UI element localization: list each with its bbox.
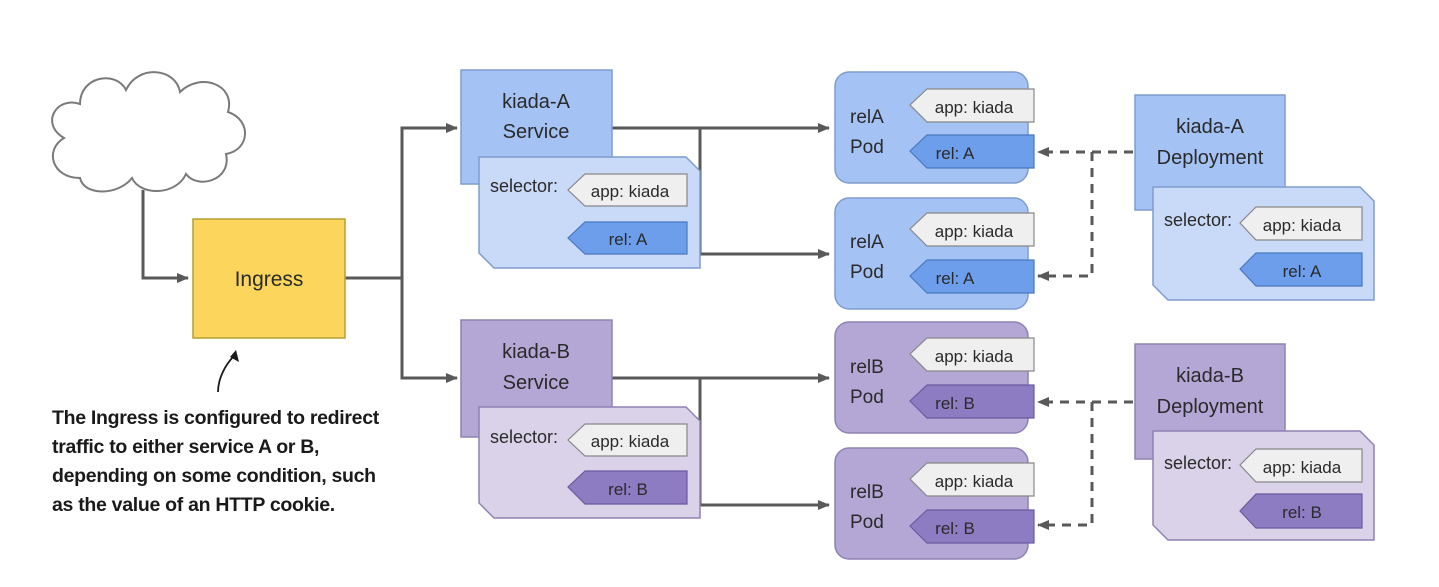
pod-4-app-tag: app: kiada [935, 472, 1014, 491]
deployment-a-kind: Deployment [1157, 147, 1264, 169]
deployment-connectors [1037, 147, 1133, 530]
deployment-b: kiada-B Deployment selector: app: kiada … [1134, 343, 1375, 541]
pod-1: relA Pod app: kiada rel: A [834, 71, 1035, 184]
deployment-a: kiada-A Deployment selector: app: kiada … [1134, 94, 1375, 301]
pod-2-kind: Pod [850, 262, 884, 283]
annotation-line: as the value of an HTTP cookie. [52, 494, 335, 516]
service-a-kind: Service [503, 121, 570, 143]
pod-3-kind: Pod [850, 387, 884, 408]
service-b-to-pod4-arrow [698, 378, 830, 510]
pod-4: relB Pod app: kiada rel: B [834, 447, 1035, 560]
deployment-a-selector-label: selector: [1164, 210, 1232, 230]
annotation-line: The Ingress is configured to redirect [52, 407, 379, 429]
deployment-a-name: kiada-A [1176, 116, 1244, 138]
pod-1-app-tag: app: kiada [935, 98, 1014, 117]
pod-1-name: relA [850, 107, 884, 128]
service-a: kiada-A Service selector: app: kiada rel… [460, 69, 701, 269]
ingress-to-service-a-arrow [400, 123, 458, 278]
pod-1-kind: Pod [850, 137, 884, 158]
service-b-selector-label: selector: [490, 427, 558, 447]
pod-1-rel-tag: rel: A [936, 144, 975, 163]
service-a-name: kiada-A [502, 91, 570, 113]
deployment-b-app-tag: app: kiada [1263, 458, 1342, 477]
deployment-b-to-pod4-arrow [1037, 402, 1094, 530]
pod-4-rel-tag: rel: B [935, 519, 975, 538]
service-b-name: kiada-B [502, 341, 570, 363]
annotation-line: depending on some condition, such [52, 465, 376, 487]
ingress-to-service-b-arrow [400, 278, 458, 383]
pod-3-app-tag: app: kiada [935, 347, 1014, 366]
deployment-a-to-pod2-arrow [1037, 152, 1094, 281]
service-a-rel-tag: rel: A [609, 230, 648, 249]
deployment-a-app-tag: app: kiada [1263, 216, 1342, 235]
service-b-app-tag: app: kiada [591, 432, 670, 451]
pod-3: relB Pod app: kiada rel: B [834, 321, 1035, 434]
service-a-selector-label: selector: [490, 176, 558, 196]
ingress-label: Ingress [235, 268, 304, 291]
cloud-icon [51, 71, 246, 193]
pod-2-app-tag: app: kiada [935, 222, 1014, 241]
deployment-b-selector-label: selector: [1164, 453, 1232, 473]
pod-3-name: relB [850, 357, 884, 378]
deployment-b-name: kiada-B [1176, 365, 1244, 387]
cloud-to-ingress-arrow [141, 190, 189, 283]
pod-4-name: relB [850, 482, 884, 503]
annotation-text: The Ingress is configured to redirect tr… [52, 404, 412, 520]
service-b-kind: Service [503, 372, 570, 394]
service-a-app-tag: app: kiada [591, 182, 670, 201]
service-a-to-pod2-arrow [698, 128, 830, 259]
pod-3-rel-tag: rel: B [935, 394, 975, 413]
service-b-rel-tag: rel: B [608, 480, 648, 499]
pod-4-kind: Pod [850, 512, 884, 533]
ingress-node: Ingress [192, 218, 346, 339]
annotation-line: traffic to either service A or B, [52, 436, 320, 458]
annotation-pointer [217, 350, 239, 393]
deployment-b-kind: Deployment [1157, 396, 1264, 418]
deployment-a-rel-tag: rel: A [1283, 262, 1322, 281]
pod-2-rel-tag: rel: A [936, 269, 975, 288]
service-b: kiada-B Service selector: app: kiada rel… [460, 319, 701, 519]
pod-2: relA Pod app: kiada rel: A [834, 197, 1035, 310]
pod-2-name: relA [850, 232, 884, 253]
deployment-b-rel-tag: rel: B [1282, 503, 1322, 522]
